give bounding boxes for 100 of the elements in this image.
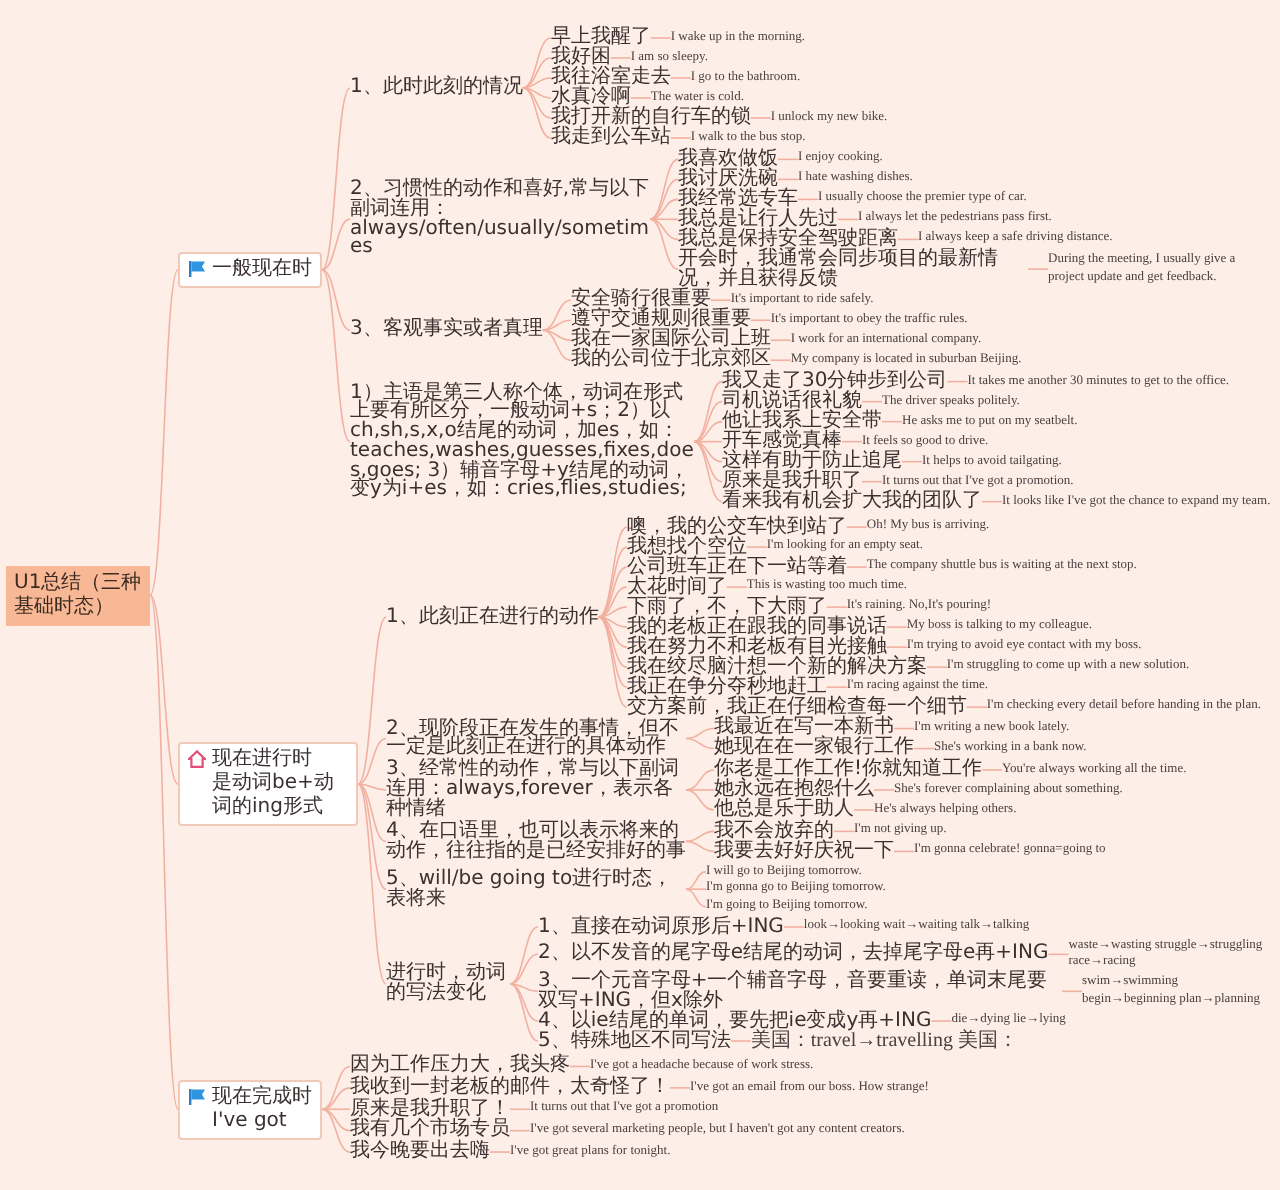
example-sentence: 这样有助于防止追尾 xyxy=(722,451,902,472)
example-sentence: 5、特殊地区不同写法 xyxy=(538,1031,731,1051)
connector-line xyxy=(873,789,895,791)
subtopic-text: 1、此时此刻的情况 xyxy=(350,78,523,98)
topic-label: I've got xyxy=(212,1109,289,1134)
connector-line xyxy=(693,440,723,463)
connector-line xyxy=(149,594,179,785)
example-sentence: 我往浴室走去 xyxy=(550,68,671,88)
connector-line xyxy=(521,87,552,119)
example-sentence: 看来我有机会扩大我的团队了 xyxy=(722,491,982,512)
connector-line xyxy=(901,460,923,463)
connector-line xyxy=(845,526,868,528)
connector-line xyxy=(357,783,387,791)
connector-line xyxy=(946,380,969,383)
connector-line xyxy=(837,218,859,221)
connector-line xyxy=(669,77,692,79)
example-sentence: 你老是工作工作!你就知道工作 xyxy=(714,760,983,780)
connector-line xyxy=(597,616,628,668)
connector-line xyxy=(541,329,572,342)
connector-line xyxy=(649,218,679,221)
example-sentence: 原来是我升职了 xyxy=(722,471,862,492)
subtopic-text: 3、客观事实或者真理 xyxy=(350,320,543,340)
connector-line xyxy=(321,1108,351,1132)
connector-line xyxy=(597,606,628,618)
branch-topic-box xyxy=(178,251,322,288)
example-sentence: 我喜欢做饭 xyxy=(678,149,778,170)
connector-line xyxy=(569,1065,591,1068)
connector-line xyxy=(669,137,692,139)
connector-line xyxy=(693,380,723,443)
example-sentence: 早上我醒了 xyxy=(550,28,651,48)
example-sentence: 2、以不发音的尾字母e结尾的动词，去掉尾字母e再+ING xyxy=(538,944,1049,964)
connector-line xyxy=(321,1108,351,1153)
connector-line xyxy=(321,87,351,271)
example-sentence: 开会时，我通常会同步项目的最新情况，并且获得反馈 xyxy=(678,249,1028,289)
subtopic-text: 4、在口语里，也可以表示将来的动作，往往指的是已经安排好的事 xyxy=(386,821,686,861)
topic-label: 现在完成时 xyxy=(212,1085,312,1110)
connector-line xyxy=(149,269,179,596)
example-sentence: 太花时间了 xyxy=(626,577,727,597)
connector-line xyxy=(649,218,679,270)
connector-line xyxy=(521,57,552,89)
connector-line xyxy=(881,420,903,423)
example-sentence: 3、一个元音字母+一个辅音字母，音要重读，单词末尾要双写+ING，但x除外 xyxy=(538,971,1062,1011)
connector-line xyxy=(541,319,572,332)
connector-line xyxy=(685,840,715,853)
connector-line xyxy=(981,500,1003,503)
connector-line xyxy=(685,789,715,811)
example-sentence: 我总是保持安全驾驶距离 xyxy=(678,229,898,250)
connector-line xyxy=(749,117,772,119)
example-sentence: 我要去好好庆祝一下 xyxy=(714,841,894,862)
connector-line xyxy=(357,783,387,985)
translation-text: 美国：travel→travelling 美国： xyxy=(750,1031,1018,1051)
connector-line xyxy=(685,789,715,791)
connector-line xyxy=(521,87,552,139)
connector-line xyxy=(965,706,988,708)
connector-line xyxy=(777,178,799,181)
example-sentence: 她现在在一家银行工作 xyxy=(714,738,914,759)
example-sentence: 我又走了30分钟步到公司 xyxy=(722,371,948,392)
topic-label: U1总结（三种基础时态） xyxy=(14,571,142,617)
example-sentence: 公司班车正在下一站等着 xyxy=(626,557,847,577)
connector-line xyxy=(913,747,935,750)
connector-line xyxy=(321,269,351,332)
connector-line xyxy=(321,1065,351,1111)
branch-topic-box xyxy=(178,742,358,827)
connector-line xyxy=(885,646,908,648)
connector-line xyxy=(321,1108,351,1111)
subtopic-text: 2、习惯性的动作和喜好,常与以下副词连用：always/often/usually/sometimes xyxy=(350,180,650,258)
connector-line xyxy=(649,198,679,220)
connector-line xyxy=(509,1108,531,1111)
connector-line xyxy=(1047,953,1070,956)
connector-line xyxy=(769,359,792,362)
connector-line xyxy=(1061,990,1083,993)
connector-line xyxy=(693,440,723,503)
connector-line xyxy=(893,850,915,853)
example-sentence: 我在绞尽脑汁想一个新的解决方案 xyxy=(626,657,927,677)
example-sentence: 我在努力不和老板有目光接触 xyxy=(626,637,887,657)
connector-line xyxy=(509,926,539,985)
connector-line xyxy=(749,319,772,322)
connector-line xyxy=(649,158,679,220)
connector-line xyxy=(893,727,915,730)
connector-line xyxy=(321,269,351,443)
subtopic-text: 进行时，动词的写法变化 xyxy=(386,964,510,1004)
connector-line xyxy=(783,926,805,928)
example-sentence: 水真冷啊 xyxy=(550,88,631,108)
connector-line xyxy=(509,983,539,1022)
example-sentence: 我在一家国际公司上班 xyxy=(570,330,771,350)
connector-line xyxy=(357,616,387,785)
example-sentence: 4、以ie结尾的单词，要先把ie变成y再+ING xyxy=(538,1011,932,1031)
topic-label: 是动词be+动词的ing形式 xyxy=(212,772,336,821)
connector-line xyxy=(509,983,539,993)
example-sentence: 开车感觉真棒 xyxy=(722,431,842,452)
connector-line xyxy=(685,769,715,791)
connector-line xyxy=(1027,268,1049,270)
branch-topic-box xyxy=(178,1079,322,1140)
connector-line xyxy=(825,686,848,688)
subtopic-text: 1、此刻正在进行的动作 xyxy=(386,607,599,627)
connector-line xyxy=(745,546,768,548)
subtopic-text: 3、经常性的动作，常与以下副词连用：always,forever，表示各种情绪 xyxy=(386,760,686,820)
connector-line xyxy=(797,198,819,201)
example-sentence: 我有几个市场专员 xyxy=(350,1120,510,1141)
connector-line xyxy=(597,616,628,688)
